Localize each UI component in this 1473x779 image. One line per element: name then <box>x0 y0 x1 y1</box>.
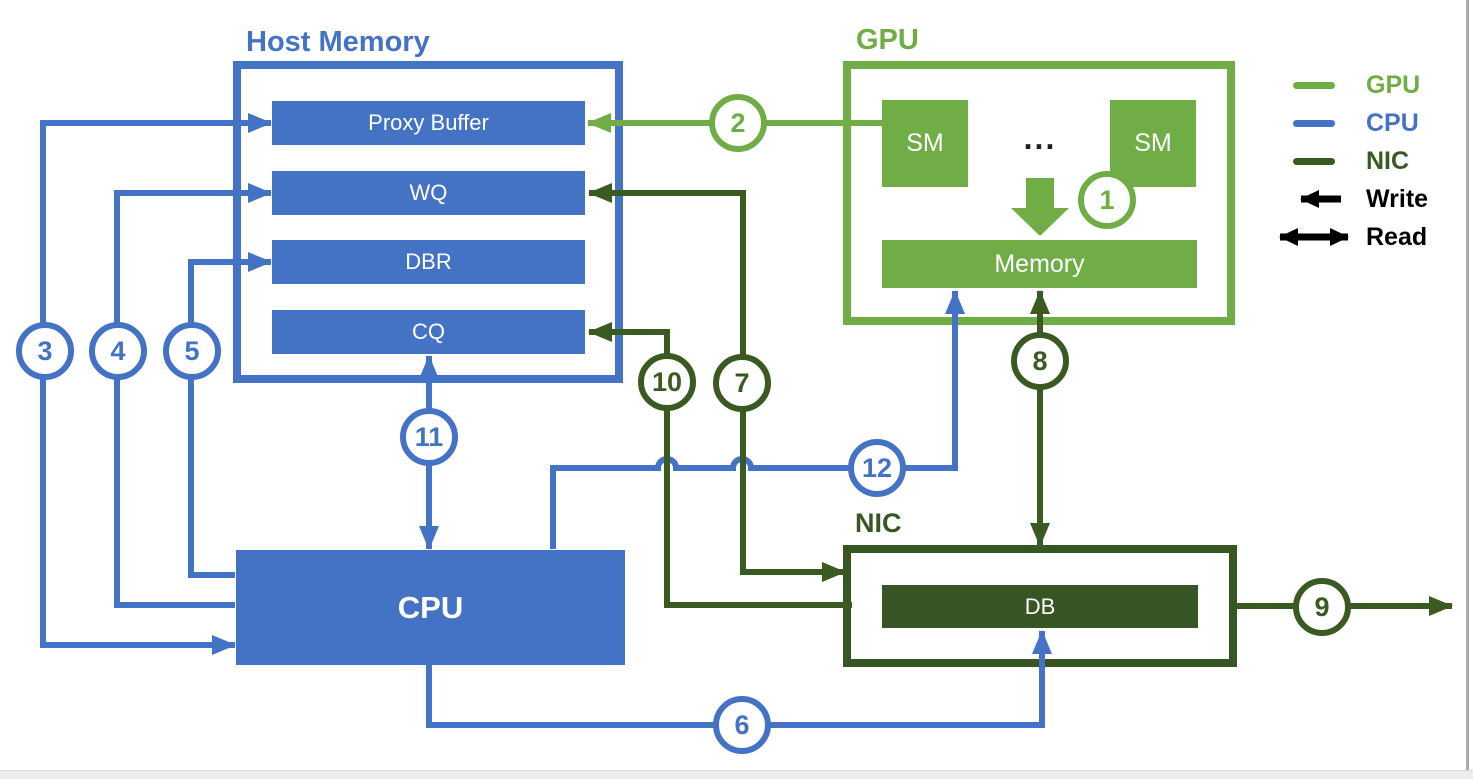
proxy-buffer-bar: Proxy Buffer <box>272 101 585 145</box>
callout-2: 2 <box>709 94 767 152</box>
callout-8: 8 <box>1011 332 1069 390</box>
legend-item-read: Read <box>1272 218 1428 256</box>
window-edge-bottom <box>0 770 1473 779</box>
callout-3: 3 <box>16 322 74 380</box>
host-memory-title: Host Memory <box>246 26 430 58</box>
nic-db-bar: DB <box>882 585 1198 628</box>
legend-item-gpu: GPU <box>1272 66 1428 104</box>
legend-item-cpu: CPU <box>1272 104 1428 142</box>
cpu-line-swatch <box>1272 119 1356 127</box>
callout-6: 6 <box>713 696 771 754</box>
write-arrow-icon <box>1272 187 1356 211</box>
legend-label-cpu: CPU <box>1366 108 1419 137</box>
legend-label-write: Write <box>1366 184 1429 213</box>
sm-right-box: SM <box>1110 100 1196 187</box>
callout-7: 7 <box>713 354 771 412</box>
legend-label-read: Read <box>1366 222 1428 251</box>
callout-12: 12 <box>848 439 906 497</box>
legend-label-nic: NIC <box>1366 146 1410 175</box>
legend: GPU CPU NIC Write Read <box>1272 66 1428 256</box>
sm-ellipsis: ... <box>1023 120 1057 156</box>
legend-label-gpu: GPU <box>1366 70 1421 99</box>
gpu-title: GPU <box>856 24 919 56</box>
legend-item-write: Write <box>1272 180 1428 218</box>
gpu-memory-bar: Memory <box>882 240 1197 288</box>
window-edge-right <box>1466 0 1469 779</box>
cpu-box: CPU <box>236 550 625 665</box>
callout-4: 4 <box>89 322 147 380</box>
wq-bar: WQ <box>272 171 585 215</box>
callout-11: 11 <box>400 408 458 466</box>
nic-title: NIC <box>855 508 902 538</box>
callout-9: 9 <box>1293 578 1351 636</box>
callout-1: 1 <box>1078 171 1136 229</box>
nic-line-swatch <box>1272 157 1356 165</box>
legend-item-nic: NIC <box>1272 142 1428 180</box>
callout-10: 10 <box>638 353 696 411</box>
gpu-line-swatch <box>1272 81 1356 89</box>
cq-bar: CQ <box>272 310 585 354</box>
dbr-bar: DBR <box>272 240 585 284</box>
callout-5: 5 <box>163 322 221 380</box>
sm-left-box: SM <box>882 100 968 187</box>
read-arrow-icon <box>1272 225 1356 249</box>
